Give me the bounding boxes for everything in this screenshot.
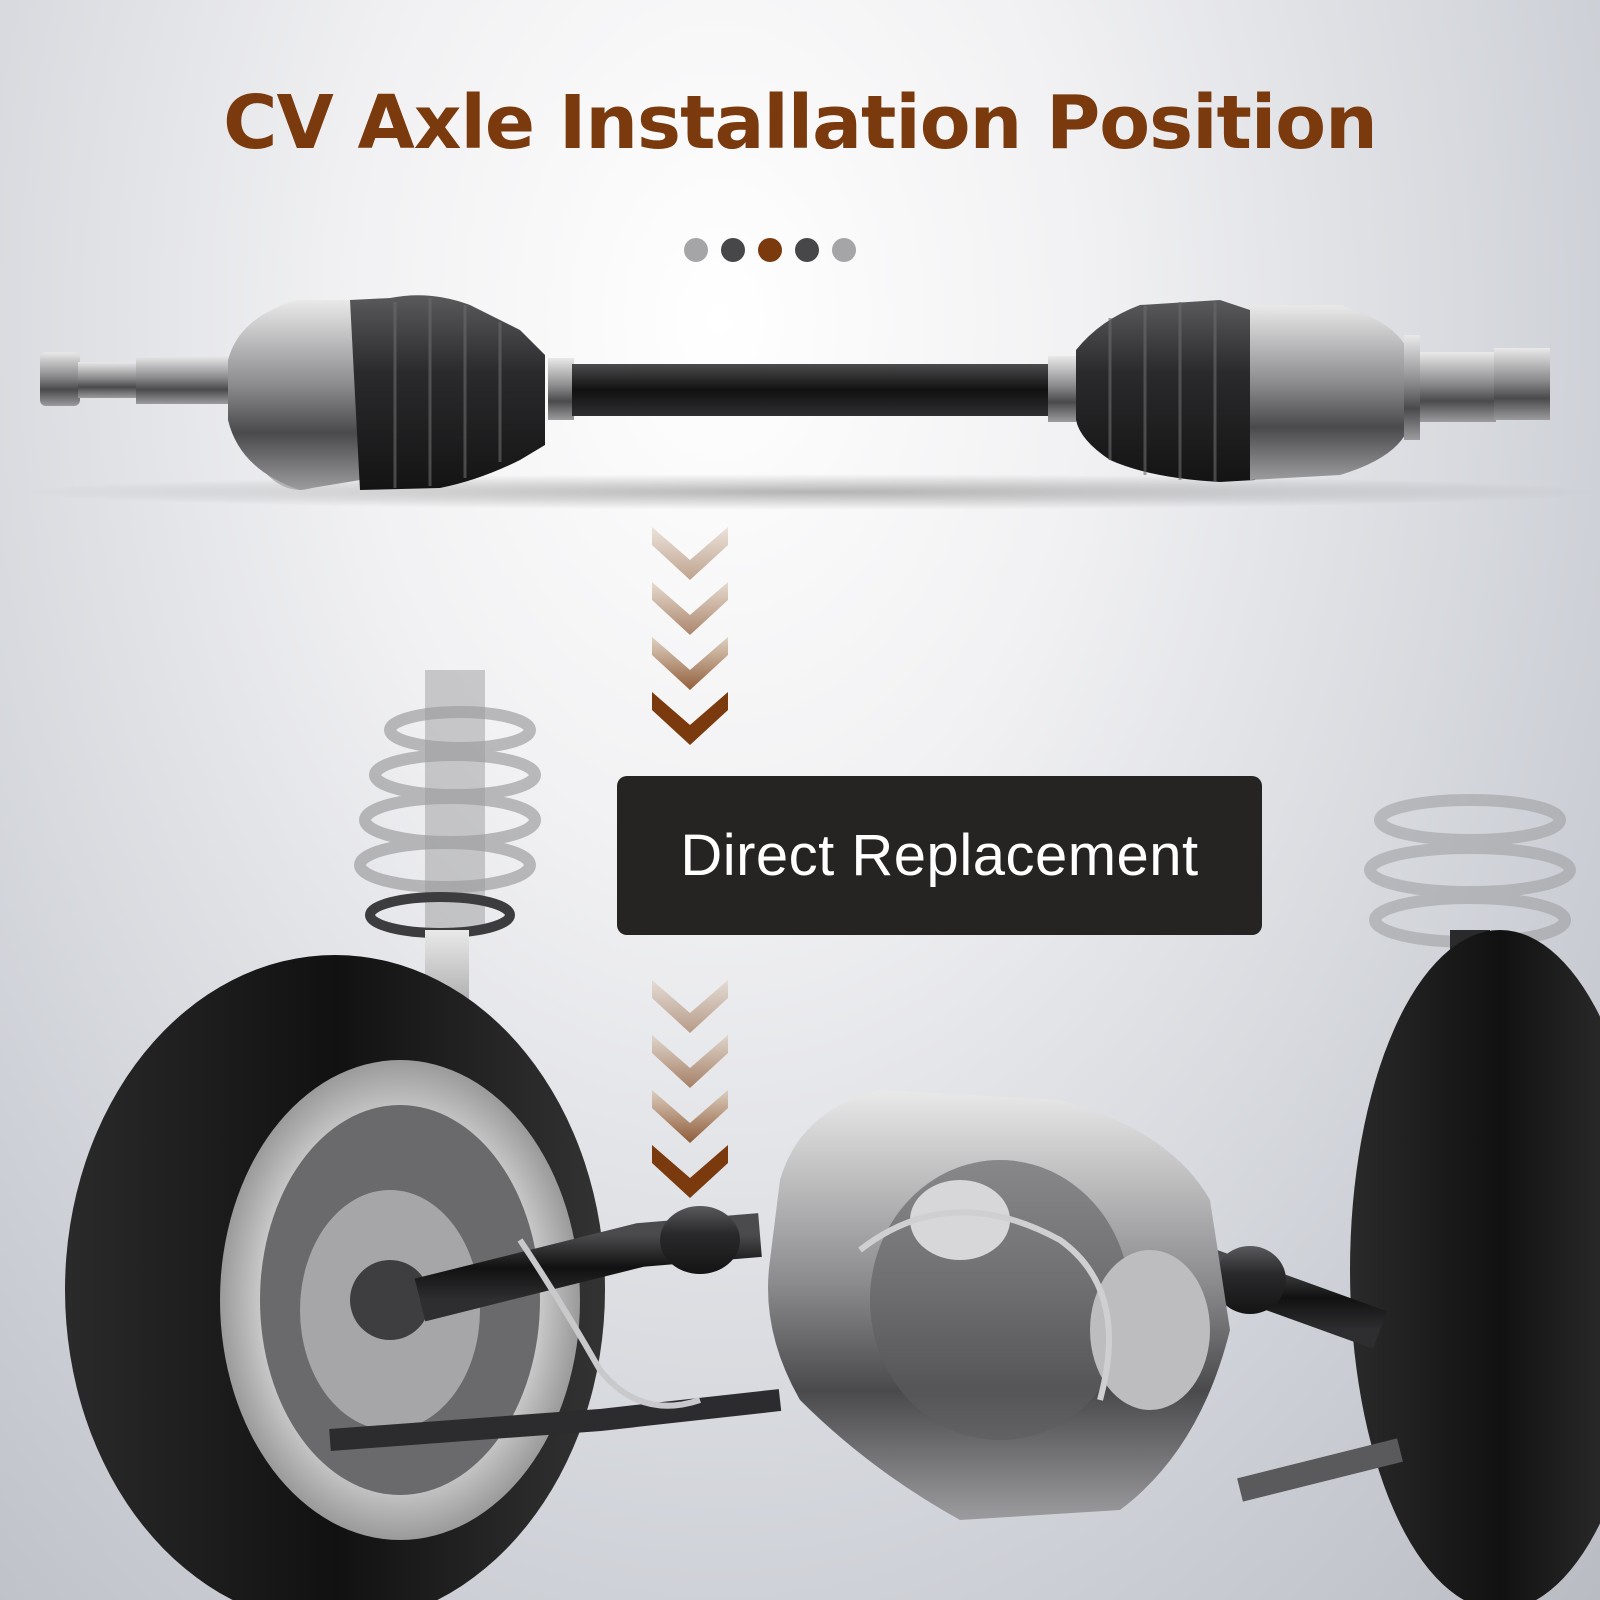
carousel-dot[interactable] (684, 238, 708, 262)
cv-axle-image (20, 295, 1600, 510)
page-title: CV Axle Installation Position (223, 80, 1378, 166)
carousel-dot[interactable] (795, 238, 819, 262)
carousel-dot-active[interactable] (758, 238, 782, 262)
carousel-dot[interactable] (721, 238, 745, 262)
badge-label: Direct Replacement (680, 823, 1199, 888)
carousel-dot[interactable] (832, 238, 856, 262)
down-arrow-upper-icon (652, 527, 728, 745)
carousel-indicator (684, 238, 856, 262)
drivetrain-image (65, 670, 1600, 1600)
down-arrow-lower-icon (652, 980, 728, 1198)
direct-replacement-badge: Direct Replacement (617, 776, 1262, 935)
